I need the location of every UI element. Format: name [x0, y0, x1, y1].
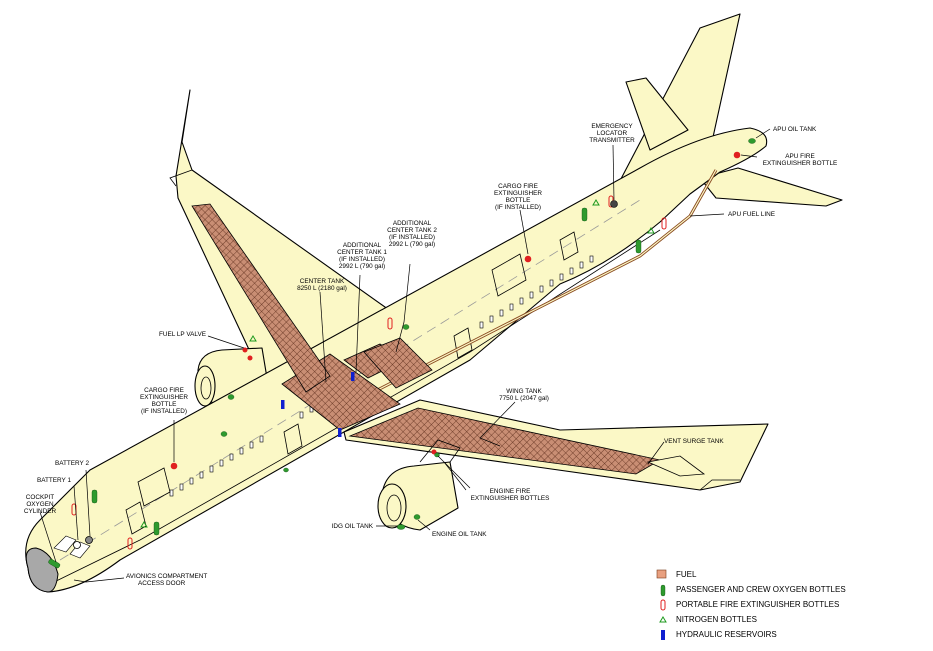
- fuel-swatch-icon: [656, 569, 667, 579]
- act2-label-3: (IF INSTALLED): [389, 234, 435, 241]
- cargo-fire-fwd-label-1: CARGO FIRE: [144, 387, 184, 394]
- cargo-fire-fwd-label-4: (IF INSTALLED): [141, 408, 187, 415]
- engine-fire-bottles-label-1: ENGINE FIRE: [490, 488, 531, 495]
- fuel-lp-valve-label: FUEL LP VALVE: [159, 331, 206, 338]
- avionics-door-label-2: ACCESS DOOR: [138, 580, 186, 587]
- horizontal-stabilizer-left: [625, 77, 689, 151]
- act1-label-2: CENTER TANK 1: [337, 249, 387, 256]
- legend-nitrogen-label: NITROGEN BOTTLES: [676, 615, 757, 624]
- cargo-fire-fwd-label-3: BOTTLE: [152, 401, 177, 408]
- battery-2-label: BATTERY 2: [55, 460, 90, 467]
- engine-oil-tank-label: ENGINE OIL TANK: [432, 531, 487, 538]
- cabin-windows: [169, 255, 594, 497]
- act2-label-2: CENTER TANK 2: [387, 227, 437, 234]
- cargo-fire-aft-label-2: EXTINGUISHER: [494, 190, 542, 197]
- nitrogen-triangle-icon: [659, 616, 667, 623]
- elt-unit: [610, 200, 618, 208]
- leader-lines: [39, 128, 771, 583]
- cockpit-oxygen-label-3: CYLINDER: [24, 508, 57, 515]
- additional-center-tank-2: [363, 337, 433, 389]
- apu-fuel-line-label: APU FUEL LINE: [728, 211, 775, 218]
- avionics-door-label-1: AVIONICS COMPARTMENT: [126, 573, 207, 580]
- wing-tank-label-1: WING TANK: [506, 388, 542, 395]
- elt-label-3: TRANSMITTER: [589, 137, 635, 144]
- apu-fire-bottle-label-1: APU FIRE: [785, 153, 814, 160]
- cargo-fire-fwd-label-2: EXTINGUISHER: [140, 394, 188, 401]
- center-tank-label-2: 8250 L (2180 gal): [297, 285, 347, 292]
- battery-1-label: BATTERY 1: [37, 477, 72, 484]
- act1-label-4: 2992 L (790 gal): [339, 263, 385, 270]
- apu-oil-tank-label: APU OIL TANK: [773, 126, 817, 133]
- hydraulic-reservoirs: [281, 372, 355, 437]
- act1-label-1: ADDITIONAL: [343, 242, 382, 249]
- act1-label-3: (IF INSTALLED): [339, 256, 385, 263]
- right-engine: [377, 439, 461, 531]
- left-wing-tank: [191, 203, 331, 393]
- legend-oxygen-label: PASSENGER AND CREW OXYGEN BOTTLES: [676, 585, 846, 594]
- legend-extinguisher-label: PORTABLE FIRE EXTINGUISHER BOTTLES: [676, 600, 839, 609]
- cockpit-oxygen-label-1: COCKPIT: [26, 494, 55, 501]
- engine-fire-bottles-label-2: EXTINGUISHER BOTTLES: [471, 495, 550, 502]
- cockpit-oxygen-label-2: OXYGEN: [26, 501, 54, 508]
- nitrogen-bottles: [140, 199, 655, 528]
- vent-surge-tank-label: VENT SURGE TANK: [664, 438, 724, 445]
- oxygen-bottles: [48, 207, 642, 569]
- cargo-fire-aft-label-4: (IF INSTALLED): [495, 204, 541, 211]
- elt-label-2: LOCATOR: [597, 130, 628, 137]
- fire-bottles: [170, 151, 741, 470]
- horizontal-stabilizer-right: [699, 167, 843, 207]
- center-tank-label-1: CENTER TANK: [300, 278, 345, 285]
- idg-oil-tank-label: IDG OIL TANK: [332, 523, 374, 530]
- apu-fire-bottle-label-2: EXTINGUISHER BOTTLE: [763, 160, 838, 167]
- elt-label-1: EMERGENCY: [591, 123, 633, 130]
- nose-radome: [25, 547, 59, 593]
- wing-tank-label-2: 7750 L (2047 gal): [499, 395, 549, 402]
- oil-tanks: [220, 138, 756, 530]
- cargo-fire-aft-label-3: BOTTLE: [506, 197, 531, 204]
- legend: FUEL PASSENGER AND CREW OXYGEN BOTTLES P…: [656, 569, 846, 640]
- legend-hydraulic-label: HYDRAULIC RESERVOIRS: [676, 630, 777, 639]
- oxygen-bottle-icon: [660, 584, 666, 597]
- battery-1-unit: [73, 541, 81, 549]
- extinguisher-bottle-icon: [660, 599, 666, 611]
- vent-surge-tank: [646, 455, 706, 477]
- cargo-fire-aft-label-1: CARGO FIRE: [498, 183, 538, 190]
- act2-label-1: ADDITIONAL: [393, 220, 432, 227]
- hydraulic-bar-icon: [661, 630, 665, 640]
- act2-label-4: 2992 L (790 gal): [389, 241, 435, 248]
- battery-2-unit: [85, 536, 93, 544]
- legend-fuel-label: FUEL: [676, 570, 697, 579]
